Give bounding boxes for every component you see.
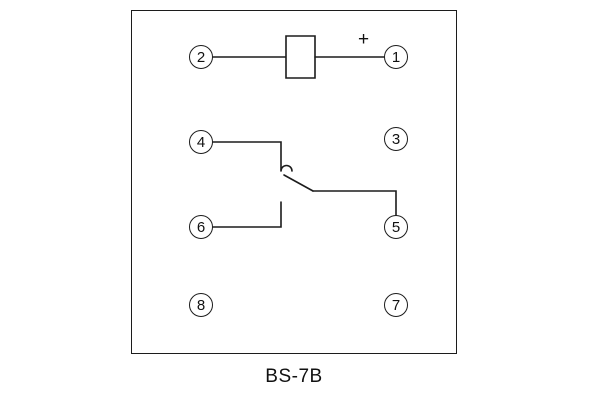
terminal-4: 4 xyxy=(189,130,213,154)
terminal-7: 7 xyxy=(384,293,408,317)
terminal-1: 1 xyxy=(384,45,408,69)
terminal-3: 3 xyxy=(384,127,408,151)
contact-hook-icon xyxy=(281,166,292,172)
terminal-6: 6 xyxy=(189,215,213,239)
wire-terminal6-contact xyxy=(213,202,281,227)
terminal-8: 8 xyxy=(189,293,213,317)
wire-terminal4-contact xyxy=(213,142,281,170)
terminal-2: 2 xyxy=(189,45,213,69)
relay-coil-box xyxy=(286,36,315,78)
terminal-5: 5 xyxy=(384,215,408,239)
contact-blade xyxy=(284,175,313,191)
model-caption: BS-7B xyxy=(265,366,323,387)
wire-blade-terminal5 xyxy=(313,191,396,215)
polarity-plus-label: + xyxy=(358,29,370,50)
